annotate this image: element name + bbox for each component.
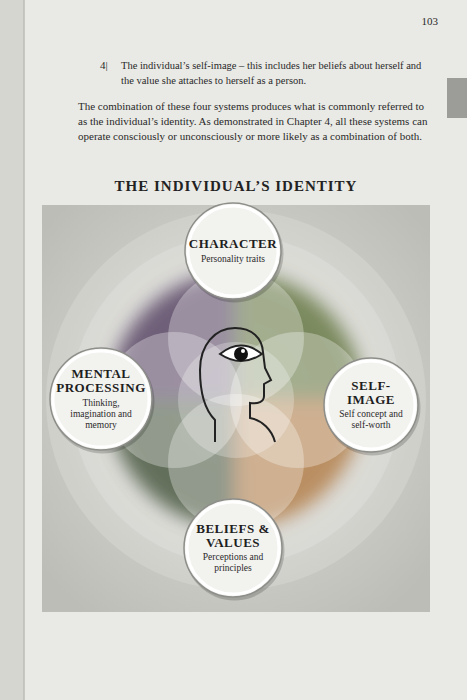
thumb-tab (447, 78, 467, 118)
circle-text: BELIEFS & VALUES Perceptions and principl… (196, 498, 270, 598)
circle-text: SELF-IMAGE Self concept and self-worth (335, 357, 406, 453)
circle-heading: CHARACTER (189, 237, 277, 251)
facing-page-edge (0, 0, 24, 700)
head-profile (200, 328, 275, 442)
identity-circle: BELIEFS & VALUES Perceptions and principl… (183, 498, 283, 598)
list-number: 4| (100, 58, 120, 72)
circle-text: MENTAL PROCESSINGThinking, imagination a… (63, 347, 140, 451)
body-paragraph: The combination of these four systems pr… (78, 99, 428, 144)
diagram-title: THE INDIVIDUAL’S IDENTITY (42, 178, 430, 195)
identity-circle: SELF-IMAGE Self concept and self-worth (323, 357, 419, 453)
circle-heading: SELF-IMAGE (335, 379, 406, 406)
circle-outline (184, 202, 282, 300)
circle-subtitle: Personality traits (201, 254, 265, 265)
circle-heading: BELIEFS & VALUES (196, 522, 270, 549)
identity-circle: MENTAL PROCESSING Thinking, imagination a… (49, 347, 153, 451)
circle-heading: MENTAL PROCESSING (56, 367, 146, 394)
page-gutter (23, 0, 25, 700)
circle-subtitle: Thinking, imagination and memory (63, 398, 140, 431)
circle-subtitle: Perceptions and principles (196, 552, 270, 574)
identity-circle: CHARACTER Personality traits (184, 202, 282, 300)
circle-text: CHARACTERPersonality traits (197, 202, 270, 300)
page-number: 103 (398, 14, 438, 28)
circle-subtitle: Self concept and self-worth (335, 409, 406, 431)
list-item: The individual’s self-image – this inclu… (121, 58, 426, 88)
